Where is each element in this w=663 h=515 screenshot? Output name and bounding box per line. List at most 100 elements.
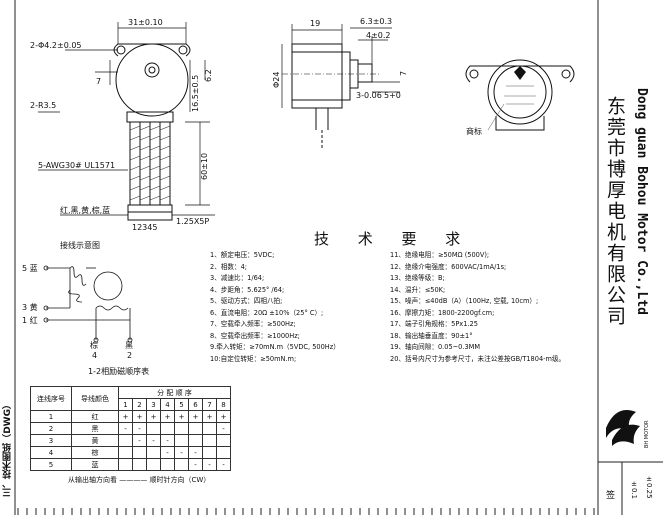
- row-cell: +: [146, 410, 161, 423]
- requirement-item: 5、驱动方式：四相八拍;: [210, 297, 283, 305]
- step-header-cell: 8: [216, 398, 231, 411]
- company-name-en: Dong guan Bohou Motor Co.,Ltd: [634, 88, 649, 315]
- color-label-text: 红,黑,黄,棕,蓝: [60, 205, 110, 215]
- header-no: 连线序号: [30, 386, 72, 411]
- step-header-cell: 4: [160, 398, 175, 411]
- requirement-item: 18、输出轴垂直度：90±1°: [390, 331, 473, 340]
- wiring-diagram: [43, 265, 133, 343]
- lead-dim-text: 60±10: [200, 153, 209, 180]
- requirements-left-list: 1、额定电压：5VDC; 2、相数：4; 3、减速比：1/64; 4、步距角：5…: [210, 250, 340, 365]
- requirements-right-list: 11、绝缘电阻：≥50MΩ (500V); 12、绝缘介电强度：600VAC/1…: [390, 250, 565, 365]
- wiring-pin4-color-text: 棕: [90, 340, 98, 350]
- corner-label: 签: [604, 490, 614, 499]
- requirement-item: 1、额定电压：5VDC;: [210, 251, 275, 259]
- step-header-cell: 5: [174, 398, 189, 411]
- row-cell: -: [132, 422, 147, 435]
- row-cell: +: [118, 410, 133, 423]
- requirement-item: 8、空载牵出频率：≥1000Hz;: [210, 331, 300, 340]
- requirement-item: 14、温升：≤50K;: [390, 285, 446, 294]
- row-color: 棕: [71, 446, 119, 459]
- side-view-dimension-lines: [281, 24, 400, 108]
- row-cell: [202, 434, 217, 447]
- row-cell: [202, 422, 217, 435]
- row-cell: -: [160, 434, 175, 447]
- header-color: 导线颜色: [71, 386, 119, 411]
- connector-label-text: 1.25X5P: [176, 217, 209, 226]
- row-cell: -: [188, 458, 203, 471]
- step-header-cell: 6: [188, 398, 203, 411]
- row-no: 5: [30, 458, 72, 471]
- company-name-cn: 东莞市博厚电机有限公司: [604, 96, 626, 327]
- hole-dim-text: 2-Φ4.2±0.05: [30, 41, 82, 50]
- row-cell: [216, 446, 231, 459]
- row-cell: [160, 458, 175, 471]
- row-cell: [188, 434, 203, 447]
- row-no: 3: [30, 434, 72, 447]
- dim-5-text: 5+0: [384, 91, 401, 100]
- row-cell: +: [160, 410, 175, 423]
- row-cell: [132, 446, 147, 459]
- corner-tol1: ±0.1: [630, 480, 638, 500]
- dim-4-text: 4±0.2: [366, 31, 391, 40]
- row-cell: -: [216, 458, 231, 471]
- row-cell: -: [216, 422, 231, 435]
- radius-dim-text: 2-R3.5: [30, 101, 56, 110]
- product-logo-mark: [514, 66, 526, 80]
- row-cell: -: [160, 446, 175, 459]
- step-header-cell: 3: [146, 398, 161, 411]
- left-strip-label: 三、技术图纸（DWG）: [3, 400, 13, 497]
- row-no: 2: [30, 422, 72, 435]
- step-header-cell: 2: [132, 398, 147, 411]
- row-cell: -: [118, 422, 133, 435]
- requirement-item: 4、步距角：5.625° /64;: [210, 285, 285, 294]
- requirement-item: 11、绝缘电阻：≥50MΩ (500V);: [390, 251, 490, 259]
- row-cell: -: [202, 458, 217, 471]
- row-cell: [216, 434, 231, 447]
- requirement-item: 3、减速比：1/64;: [210, 274, 265, 282]
- width-dim-text: 31±0.10: [128, 18, 163, 27]
- row-cell: -: [132, 434, 147, 447]
- row-cell: [132, 458, 147, 471]
- row-cell: +: [132, 410, 147, 423]
- header-group: 分 配 顺 序: [118, 386, 231, 399]
- requirements-title: 技 术 要 求: [314, 230, 473, 248]
- wiring-pin4-text: 4: [92, 351, 97, 360]
- dim-19-text: 19: [310, 19, 320, 28]
- requirement-item: 13、绝缘等级：B;: [390, 274, 445, 282]
- top-view-dimension-lines: [38, 22, 215, 216]
- requirement-item: 10:自定位转矩：≥50mN.m;: [210, 354, 297, 363]
- row-cell: [146, 446, 161, 459]
- row-color: 黄: [71, 434, 119, 447]
- row-cell: [160, 422, 175, 435]
- row-no: 4: [30, 446, 72, 459]
- bottom-tick-marks: [17, 508, 595, 515]
- wire-hatching: [129, 125, 171, 201]
- dia-24-text: Φ24: [272, 72, 281, 88]
- motor-top-view: [113, 43, 191, 221]
- row-cell: +: [188, 410, 203, 423]
- company-logo: BH MOTOR: [606, 410, 650, 448]
- requirement-item: 16、摩擦力矩：1800-2200gf.cm;: [390, 308, 495, 317]
- logo-text: BH MOTOR: [644, 420, 650, 448]
- sequence-title-text: 1-2相励磁顺序表: [88, 366, 149, 376]
- row-cell: -: [174, 446, 189, 459]
- left-dim-text: 7: [96, 77, 101, 86]
- corner-tol2: ±0.25: [645, 475, 653, 499]
- wiring-pin1-text: 1 红: [22, 315, 38, 325]
- row-cell: +: [174, 410, 189, 423]
- row-cell: [118, 458, 133, 471]
- wiring-title-text: 接线示意图: [60, 240, 100, 250]
- row-cell: [146, 458, 161, 471]
- row-color: 黑: [71, 422, 119, 435]
- motor-side-view: [282, 43, 380, 150]
- wiring-pin5-text: 5 蓝: [22, 263, 38, 273]
- wiring-pin2-color-text: 黑: [125, 341, 133, 350]
